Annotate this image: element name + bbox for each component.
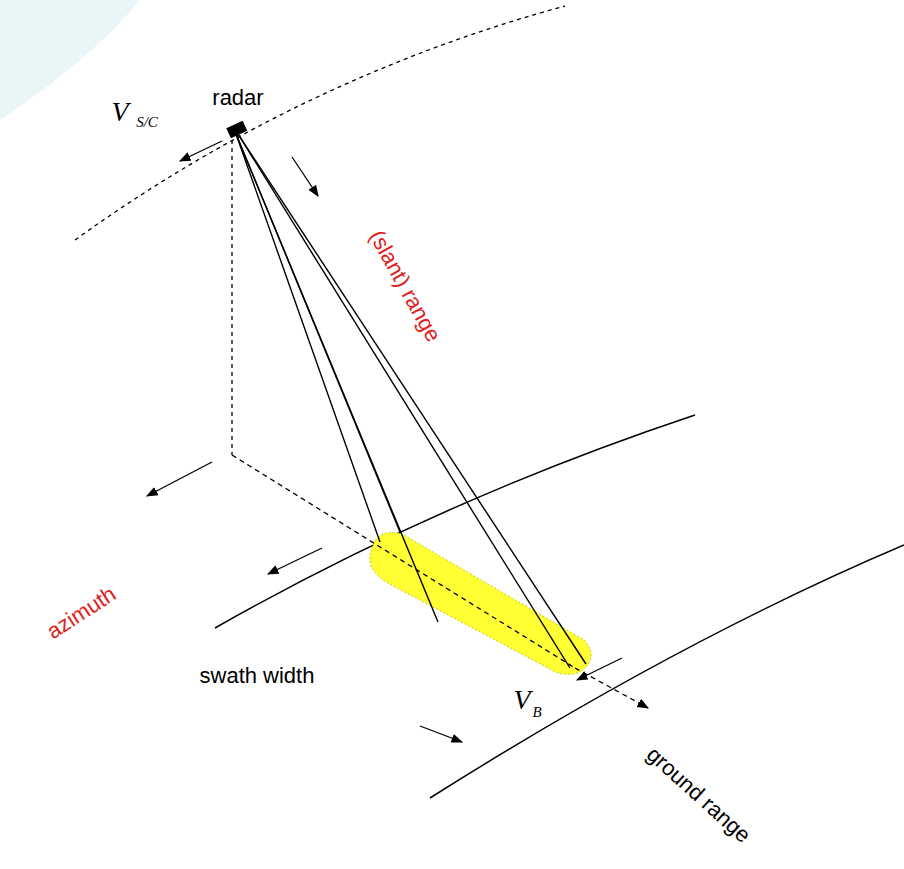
- nadir-line: [231, 140, 232, 455]
- radar-antenna: [226, 121, 247, 139]
- radar-label: radar: [212, 87, 263, 109]
- slant-range-label: (slant) range: [365, 227, 444, 346]
- ground-track-line: [232, 455, 575, 668]
- beam-velocity-arrow: [577, 658, 622, 680]
- swath-width-label: swath width: [200, 665, 315, 687]
- slant-range-arrow: [292, 157, 318, 196]
- azimuth-arrow: [147, 462, 212, 496]
- swath-width-arrow: [268, 548, 322, 574]
- velocity-subscript: B: [532, 705, 541, 720]
- radar-beams: [236, 134, 586, 668]
- velocity-subscript: S/C: [136, 115, 158, 130]
- swath-width-arrow: [420, 726, 462, 742]
- ground-range-arrow: [575, 668, 648, 708]
- spacecraft-velocity-arrow: [180, 141, 222, 161]
- ground-range-label: ground range: [642, 743, 754, 847]
- orbit-path: [75, 6, 565, 240]
- velocity-symbol: V: [513, 686, 530, 714]
- velocity-symbol: V: [111, 98, 128, 126]
- azimuth-label: azimuth: [44, 583, 121, 643]
- beam-footprint: [370, 533, 591, 675]
